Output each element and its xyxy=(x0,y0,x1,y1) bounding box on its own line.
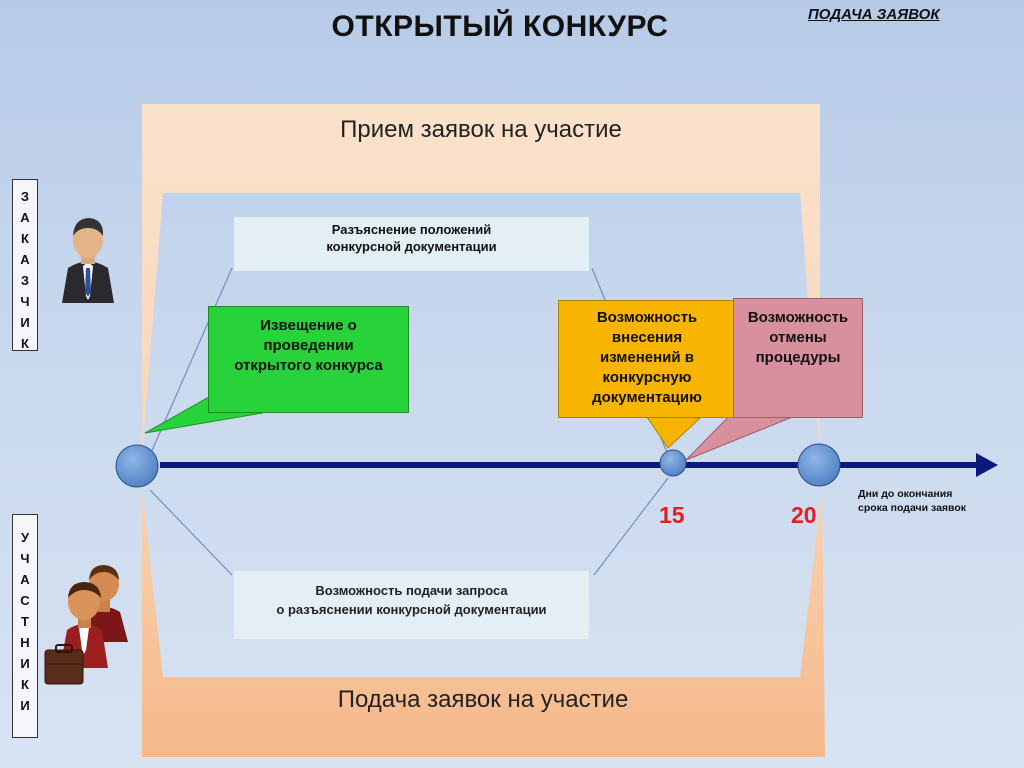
timeline-mark-20: 20 xyxy=(791,502,817,528)
letter: С xyxy=(20,593,30,608)
letter: Ч xyxy=(20,551,30,566)
timeline-arrowhead xyxy=(976,453,998,477)
axis-caption: Дни до окончания срока подачи заявок xyxy=(858,487,1008,515)
top-band-label: Прием заявок на участие xyxy=(340,116,622,143)
letter: А xyxy=(20,252,30,267)
letter: К xyxy=(21,677,29,692)
timeline-node-start xyxy=(115,444,159,488)
changes-pointer xyxy=(644,413,702,449)
cancel-box: Возможность отмены процедуры xyxy=(733,298,863,418)
box-line: внесения xyxy=(611,329,683,346)
changes-box: Возможность внесения изменений в конкурс… xyxy=(558,300,736,418)
box-line: проведении xyxy=(263,337,354,354)
timeline-node-15 xyxy=(659,449,687,477)
customer-vertical-label: З А К А З Ч И К xyxy=(12,179,38,351)
letter: У xyxy=(20,530,30,545)
box-line: документацию xyxy=(592,389,702,406)
letter: К xyxy=(21,231,29,246)
box-line: открытого конкурса xyxy=(234,357,383,374)
letter: А xyxy=(20,210,30,225)
box-line: о разъяснении конкурсной документации xyxy=(276,602,547,617)
page-title: ОТКРЫТЫЙ КОНКУРС xyxy=(331,10,669,43)
letter: И xyxy=(20,315,30,330)
letter: З xyxy=(20,189,30,204)
letter: Ч xyxy=(20,294,30,309)
axis-caption-line: срока подачи заявок xyxy=(858,502,967,514)
letter: З xyxy=(20,273,30,288)
timeline-node-20 xyxy=(797,443,841,487)
letter: К xyxy=(21,336,29,351)
bottom-band xyxy=(142,488,825,757)
box-line: Извещение о xyxy=(260,317,357,334)
letter: И xyxy=(20,656,30,671)
submit-applications-link[interactable]: ПОДАЧА ЗАЯВОК xyxy=(808,6,940,23)
box-line: процедуры xyxy=(755,349,841,366)
box-line: отмены xyxy=(769,329,827,346)
bottom-band-label: Подача заявок на участие xyxy=(337,686,629,713)
timeline-mark-15: 15 xyxy=(659,502,685,528)
box-line: Возможность xyxy=(596,309,698,326)
box-line: конкурсной документации xyxy=(326,239,497,254)
box-line: Возможность подачи запроса xyxy=(315,583,508,598)
letter: И xyxy=(20,698,30,713)
letter: Т xyxy=(21,614,29,629)
customer-person-icon xyxy=(62,218,114,303)
request-box: Возможность подачи запроса о разъяснении… xyxy=(234,571,589,639)
participants-group-icon xyxy=(44,565,128,685)
top-band xyxy=(142,104,820,455)
letter: А xyxy=(20,572,30,587)
box-line: изменений в xyxy=(599,349,695,366)
notice-box: Извещение о проведении открытого конкурс… xyxy=(208,306,409,413)
box-line: Разъяснение положений xyxy=(331,222,492,237)
clarification-box: Разъяснение положений конкурсной докумен… xyxy=(234,217,589,271)
box-line: Возможность xyxy=(747,309,849,326)
box-line: конкурсную xyxy=(602,369,692,386)
participants-vertical-label: У Ч А С Т Н И К И xyxy=(12,514,38,738)
letter: Н xyxy=(20,635,30,650)
axis-caption-line: Дни до окончания xyxy=(858,488,953,500)
